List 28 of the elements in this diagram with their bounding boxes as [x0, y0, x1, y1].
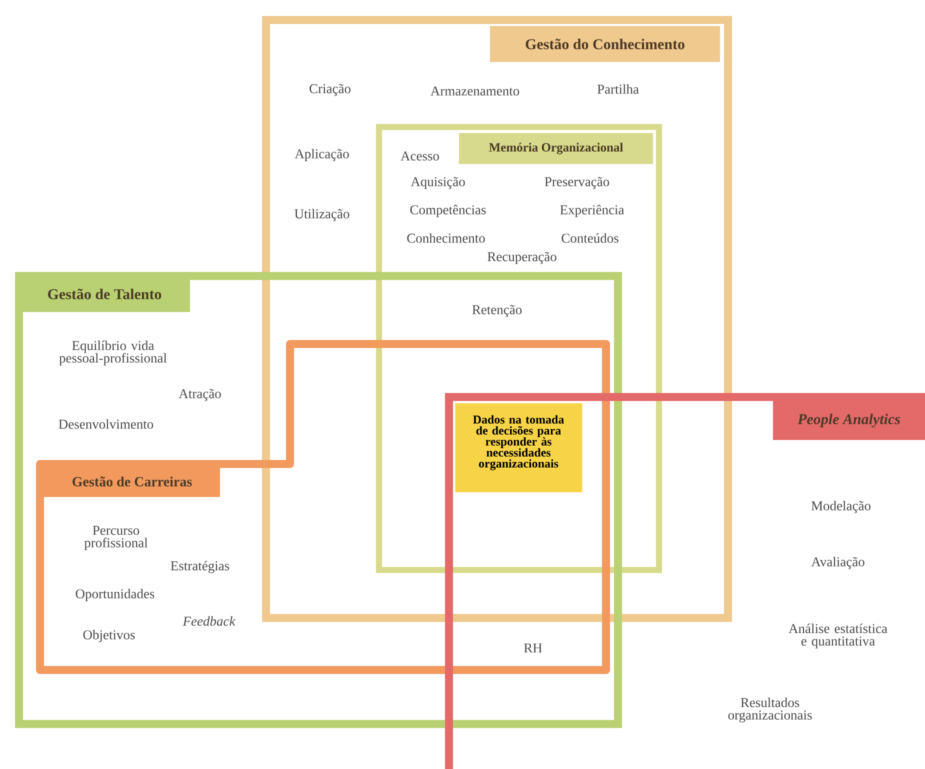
term-label: Criação	[310, 84, 350, 96]
term-label: Partilha	[597, 84, 639, 94]
term-label: Análise estatística e quantitativa	[788, 624, 888, 648]
highlight-box: Dados na tomada de decisões para responder às necessidades organizacionais	[455, 403, 582, 492]
term-label: Percurso profissional	[84, 526, 148, 550]
term-label: Aquisição	[410, 177, 465, 189]
term-label: Oportunidades	[76, 588, 154, 602]
term-label: Avaliação	[811, 556, 864, 570]
term-label: Equilíbrio vida pessoal-profissional	[59, 340, 167, 366]
term-label: Preservação	[544, 177, 610, 189]
term-label: Armazenamento	[430, 86, 520, 96]
term-label: RH	[524, 644, 542, 652]
term-label: Acesso	[400, 151, 439, 161]
term-label: Aplicação	[294, 148, 349, 162]
term-label: Competências	[410, 204, 486, 218]
term-label: Utilização	[294, 208, 350, 222]
term-label: Conteúdos	[562, 233, 618, 243]
term-label: Retenção	[472, 305, 522, 317]
term-label: Experiência	[560, 204, 624, 218]
term-label: Resultados organizacionais	[728, 698, 812, 722]
term-label: Feedback	[182, 616, 236, 626]
term-label: Conhecimento	[407, 233, 485, 243]
term-label: Modelação	[811, 500, 870, 514]
term-label: Atração	[178, 389, 221, 401]
term-label: Desenvolvimento	[58, 419, 154, 429]
term-label: Objetivos	[83, 630, 135, 642]
term-label: Recuperação	[488, 252, 556, 264]
term-label: Estratégias	[170, 560, 230, 574]
